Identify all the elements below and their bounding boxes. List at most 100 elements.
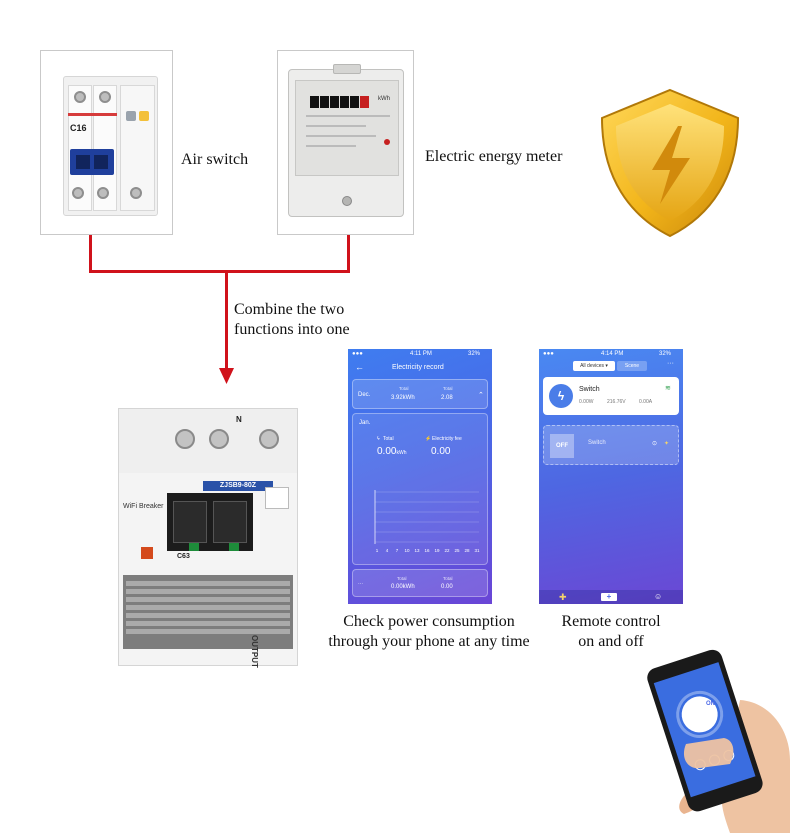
remote-caption-line1: Remote control: [561, 613, 661, 630]
axis-tick-label: 19: [434, 548, 440, 553]
combine-caption-line2: functions into one: [234, 321, 350, 338]
energy-meter-caption: Electric energy meter: [425, 148, 563, 165]
wifi-icon: ≋: [665, 385, 671, 392]
fee-value: 0.00: [441, 584, 453, 590]
meter-line: [306, 125, 366, 127]
output-label: OUTPUT: [250, 635, 259, 668]
screw-icon: [72, 187, 84, 199]
bulb-icon: ✦: [664, 441, 670, 447]
status-bar: ●●● 4:14 PM 32%: [543, 351, 672, 357]
bolt-icon: ϟ: [377, 436, 380, 442]
status-time: 4:14 PM: [601, 351, 624, 357]
more-icon[interactable]: ···: [667, 360, 674, 367]
dash-label: ···: [358, 581, 363, 587]
month-card-dec[interactable]: Dec. Total 3.92kWh Total 2.08 ⌃: [352, 379, 488, 409]
arrow-down-icon: [219, 368, 234, 384]
consumption-caption: Check power consumption through your pho…: [318, 612, 540, 652]
meter-faceplate: kWh: [295, 80, 399, 176]
meter-unit: kWh: [378, 96, 390, 102]
total-label: Total: [397, 576, 407, 581]
remote-caption: Remote control on and off: [548, 612, 674, 652]
screw-icon: [97, 187, 109, 199]
test-button-icon: [265, 487, 289, 509]
red-stripe: [68, 113, 117, 116]
air-switch-photo-frame: C16: [40, 50, 173, 235]
consumption-caption-line1: Check power consumption: [343, 613, 515, 630]
indicator-orange-icon: [141, 547, 153, 559]
axis-tick-label: 31: [474, 548, 480, 553]
meter-line: [306, 115, 390, 117]
axis-tick-label: 1: [376, 548, 379, 553]
air-switch-module: [120, 85, 155, 211]
fee-icon: ⚡: [425, 436, 432, 442]
fee-label: Total: [443, 576, 453, 581]
bottom-summary-card[interactable]: ··· Total 0.00kWh Total 0.00: [352, 569, 488, 597]
breaker-handle-left: [173, 501, 207, 543]
device-card-switch-on[interactable]: ϟ Switch 0.00W 216.76V 0.00A ≋: [543, 377, 679, 415]
breaker-model: ZJSB9-80Z: [203, 481, 273, 491]
hand-holding-phone-image: [647, 649, 790, 833]
status-bar: ●●● 4:11 PM 32%: [352, 351, 481, 357]
axis-tick-label: 28: [464, 548, 470, 553]
connector-left-vertical: [89, 235, 92, 273]
device-current: 0.00A: [639, 399, 653, 405]
meter-line: [306, 135, 376, 137]
profile-icon[interactable]: ☺: [654, 592, 663, 601]
connector-right-vertical: [347, 235, 350, 273]
device-name: Switch: [579, 386, 600, 393]
screw-icon: [175, 429, 195, 449]
jan-total: 0.00kWh: [377, 446, 407, 457]
breaker-handle-right: [213, 501, 247, 543]
indicator-yellow-icon: [139, 111, 149, 121]
fee-value: 2.08: [441, 395, 453, 401]
total-label: Total: [383, 436, 394, 442]
power-bolt-icon[interactable]: ϟ: [549, 384, 573, 408]
back-arrow-icon[interactable]: ←: [355, 362, 364, 372]
axis-tick-label: 16: [424, 548, 430, 553]
axis-tick-label: 7: [396, 548, 399, 553]
handle-left-icon: [76, 155, 90, 169]
settings-icon[interactable]: ⊙: [652, 441, 658, 447]
fee-label: Electricity fee: [432, 436, 462, 442]
phone-on-button[interactable]: ON: [706, 701, 715, 707]
device-state[interactable]: OFF: [550, 434, 574, 458]
home-grid-icon[interactable]: ✚: [559, 592, 567, 602]
screw-icon: [209, 429, 229, 449]
wifi-breaker-image: N ZJSB9-80Z WiFi Breaker C63 OUTPUT: [118, 408, 298, 668]
terminal-n-label: N: [236, 415, 242, 424]
bottom-nav: ✚ + ☺: [539, 590, 683, 604]
scene-tab[interactable]: Scene: [617, 361, 647, 371]
total-value: 3.92kWh: [391, 395, 415, 401]
combine-caption-line1: Combine the two: [234, 301, 345, 318]
switch-control-screen: ●●● 4:14 PM 32% All devices ▾ Scene ··· …: [539, 349, 683, 604]
indicator-green-icon: [189, 543, 199, 551]
device-name: Switch: [588, 440, 606, 446]
consumption-caption-line2: through your phone at any time: [328, 633, 530, 650]
device-filter-dropdown[interactable]: All devices ▾: [573, 361, 615, 371]
screw-icon: [259, 429, 279, 449]
axis-tick-label: 4: [386, 548, 389, 553]
air-switch-image: C16: [63, 76, 158, 216]
axis-tick-label: 10: [404, 548, 410, 553]
breaker-handle-housing: [167, 493, 253, 551]
device-card-switch-off[interactable]: OFF Switch ⊙ ✦: [543, 425, 679, 465]
chevron-up-icon[interactable]: ⌃: [478, 392, 484, 399]
device-voltage: 216.76V: [607, 399, 626, 405]
add-device-button[interactable]: +: [601, 593, 617, 601]
month-label: Jan.: [359, 420, 371, 426]
connector-down: [225, 270, 228, 375]
status-battery: 32%: [468, 351, 481, 357]
meter-line: [306, 145, 356, 147]
axis-tick-label: 25: [454, 548, 460, 553]
jan-fee: 0.00: [431, 446, 451, 457]
status-battery: 32%: [659, 351, 672, 357]
total-label: Total: [399, 386, 409, 391]
energy-meter-photo-frame: kWh: [277, 50, 414, 235]
consumption-chart: 1 4 7 10 13 16 19 22 25 28 31: [374, 490, 480, 553]
screen-title: Electricity record: [392, 364, 444, 371]
shield-lightning-icon: [600, 88, 740, 238]
axis-tick-label: 22: [444, 548, 450, 553]
meter-seal-icon: [342, 196, 352, 206]
electricity-record-screen: ●●● 4:11 PM 32% ← Electricity record Dec…: [348, 349, 492, 604]
axis-tick-label: 13: [414, 548, 420, 553]
